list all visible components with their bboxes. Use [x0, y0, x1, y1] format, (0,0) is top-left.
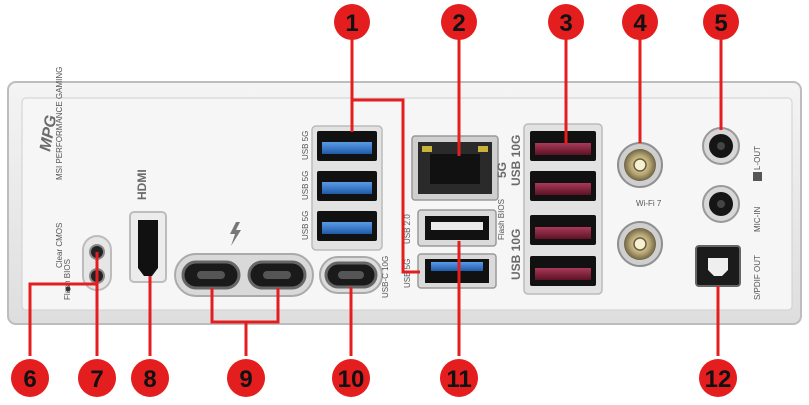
callout-badge-8	[131, 359, 169, 397]
callout-badge-6	[11, 359, 49, 397]
line-out-label: L-OUT	[753, 146, 762, 170]
callout-badge-2	[441, 4, 477, 40]
callout-number-7: 7	[90, 366, 103, 393]
leader-line-1-11	[350, 38, 420, 274]
spdif-group: S/PDIF OUT	[695, 245, 762, 300]
flash-bios-label: Flash BIOS	[63, 259, 72, 300]
usb-5g-label-1: USB 5G	[301, 131, 310, 160]
usb-10g-stack: USB 10G USB 10G	[509, 123, 603, 295]
usb-c-10g-tongue	[338, 271, 364, 279]
usb-10g-label-1: USB 10G	[509, 135, 523, 186]
callout-number-12: 12	[705, 366, 732, 393]
usb-5g-stack: USB 5G USB 5G USB 5G	[301, 125, 383, 251]
hdmi-label: HDMI	[135, 169, 149, 200]
leader-line-9	[210, 288, 280, 356]
callout-number-11: 11	[446, 366, 471, 393]
callout-badge-3	[548, 4, 584, 40]
lan-led-right	[478, 146, 488, 152]
callout-badge-7	[78, 359, 116, 397]
callout-badge-12	[699, 359, 737, 397]
callout-number-9: 9	[239, 366, 252, 393]
brand-logo: MPG MSI PERFORMANCE GAMING	[37, 67, 64, 180]
hdmi-port-group: HDMI	[129, 169, 167, 283]
audio-jack-group: L-OUT MIC-IN	[702, 127, 762, 232]
lan-usb-stack: 5G USB 2.0 USB 5G Flash BIOS	[403, 135, 509, 289]
spdif-out-label: S/PDIF OUT	[753, 255, 762, 300]
usb-c-thunderbolt-pair	[174, 253, 314, 297]
callout-badge-10	[332, 359, 370, 397]
callout-number-6: 6	[23, 366, 36, 393]
audio-icon	[753, 172, 762, 181]
callout-badge-5	[703, 4, 739, 40]
callout-leader-lines	[28, 38, 723, 356]
usb-c-10g-label: USB-C 10G	[381, 256, 390, 298]
callout-number-8: 8	[143, 366, 156, 393]
callout-number-1: 1	[345, 10, 358, 37]
hdmi-port[interactable]	[138, 220, 158, 276]
usb-c-port-2-tongue	[263, 271, 291, 279]
usb-10g-label-2: USB 10G	[509, 229, 523, 280]
thunderbolt-icon	[230, 222, 241, 246]
flash-bios-usb-label: Flash BIOS	[497, 199, 506, 240]
indicator-led	[65, 286, 71, 292]
brand-tagline: MSI PERFORMANCE GAMING	[55, 67, 64, 180]
wifi7-label: Wi-Fi 7	[636, 199, 662, 208]
usb-c-port-1-tongue	[197, 271, 225, 279]
callout-badge-4	[622, 4, 658, 40]
usb-5g-label-3: USB 5G	[301, 211, 310, 240]
callout-badge-1	[334, 4, 370, 40]
clear-cmos-label: Clear CMOS	[55, 223, 64, 268]
lan-5g-label: 5G	[495, 162, 509, 178]
mic-in-label: MIC-IN	[753, 206, 762, 232]
brand-logo-text: MPG	[37, 114, 60, 153]
lan-led-left	[422, 146, 432, 152]
usb-2-0-label: USB 2.0	[403, 214, 412, 244]
wifi-antenna-group: Wi-Fi 7	[617, 142, 663, 267]
usb-5g-label-2: USB 5G	[301, 171, 310, 200]
callout-number-2: 2	[452, 10, 465, 37]
callout-badges: 1 2 3 4 5 6 7 8 9 10 11 12	[11, 4, 739, 397]
callout-badge-11	[440, 359, 478, 397]
callout-number-4: 4	[633, 10, 647, 37]
callout-number-3: 3	[559, 10, 572, 37]
leader-line-6	[28, 252, 99, 356]
callout-number-10: 10	[338, 366, 365, 393]
callout-badge-9	[227, 359, 265, 397]
callout-number-5: 5	[714, 10, 727, 37]
